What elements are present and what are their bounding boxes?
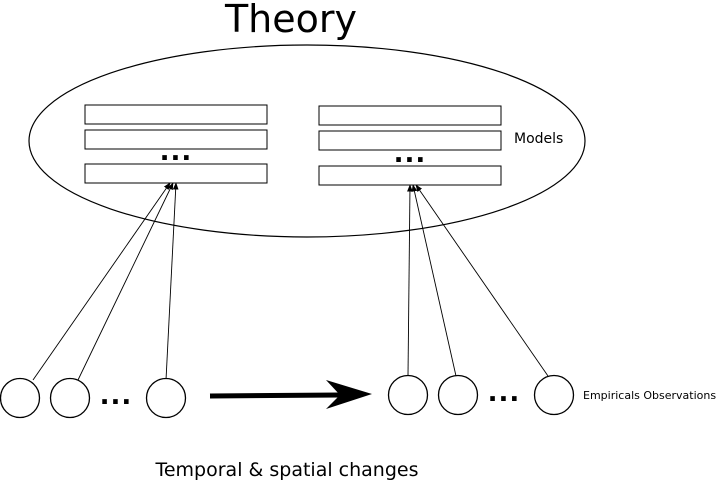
model-box bbox=[84, 129, 268, 150]
models-label: Models bbox=[514, 131, 563, 147]
diagram-title: Theory bbox=[224, 0, 357, 41]
change-arrow-shaft bbox=[209, 392, 341, 399]
model-box bbox=[84, 163, 268, 184]
observation-circle bbox=[437, 374, 479, 416]
observation-circle bbox=[145, 377, 187, 419]
model-box bbox=[318, 165, 502, 186]
change-arrow bbox=[209, 380, 372, 409]
evidence-arrow bbox=[77, 182, 174, 381]
model-ellipsis: ... bbox=[160, 137, 193, 167]
model-box bbox=[318, 105, 502, 126]
evidence-arrow bbox=[407, 184, 413, 377]
model-group-left: ... bbox=[84, 104, 268, 184]
observation-circle bbox=[49, 377, 91, 419]
model-ellipsis: ... bbox=[394, 139, 427, 169]
observation-group-left: ... bbox=[0, 377, 187, 419]
theory-oval bbox=[28, 44, 586, 238]
evidence-arrow bbox=[415, 184, 549, 377]
observation-group-right: ... bbox=[387, 374, 575, 416]
observation-circle bbox=[387, 374, 429, 416]
observation-ellipsis: ... bbox=[100, 381, 133, 411]
observations-label: Empiricals Observations bbox=[583, 389, 716, 402]
model-box bbox=[318, 130, 502, 151]
observation-circle bbox=[0, 377, 41, 419]
model-group-right: ... bbox=[318, 105, 502, 186]
model-box bbox=[84, 104, 268, 125]
observation-ellipsis: ... bbox=[488, 378, 521, 408]
observation-arrows-left bbox=[32, 182, 179, 381]
caption: Temporal & spatial changes bbox=[154, 459, 418, 480]
observation-arrows-right bbox=[407, 184, 549, 377]
evidence-arrow bbox=[32, 182, 171, 381]
evidence-arrow bbox=[165, 182, 179, 381]
evidence-arrow bbox=[411, 184, 457, 377]
observation-circle bbox=[533, 374, 575, 416]
change-arrow-head bbox=[326, 380, 372, 409]
